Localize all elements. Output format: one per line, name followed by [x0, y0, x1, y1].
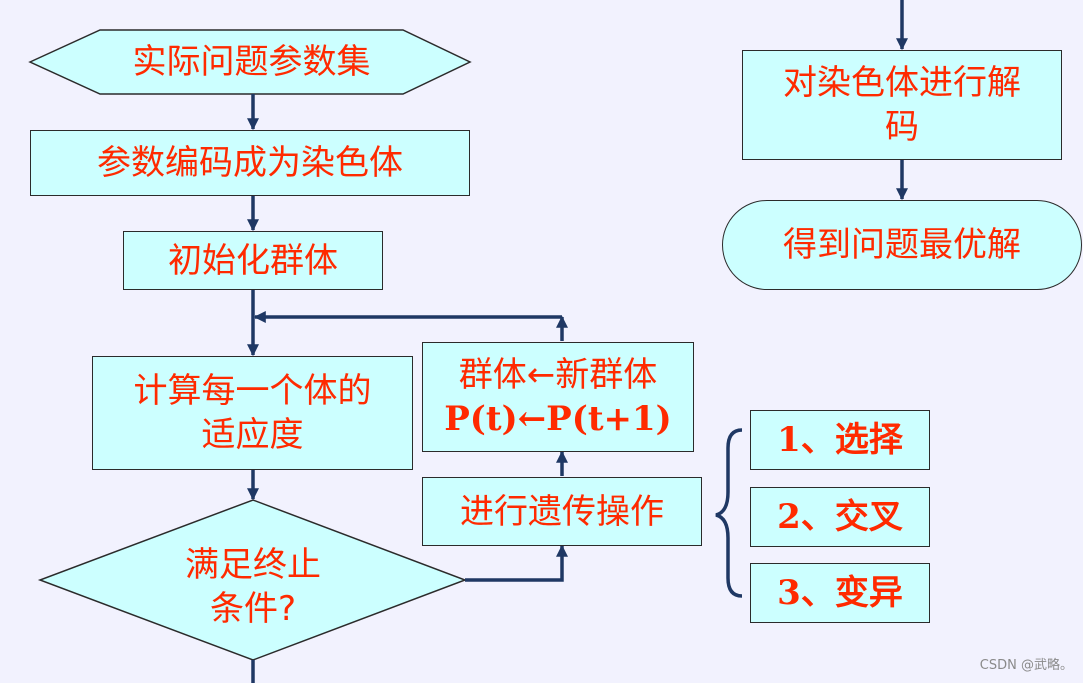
node-fitness: 计算每一个体的 适应度: [92, 356, 413, 470]
node-init-population: 初始化群体: [123, 231, 383, 290]
operation-crossover: 2、交叉: [750, 487, 930, 547]
operation-mutation: 3、变异: [750, 563, 930, 623]
node-replace-line2: P(t)←P(t+1): [444, 399, 672, 439]
node-problem-params: 实际问题参数集: [100, 30, 403, 94]
node-encode: 参数编码成为染色体: [30, 130, 470, 196]
operation-crossover-label: 2、交叉: [777, 497, 903, 537]
node-decode-line1: 对染色体进行解: [783, 63, 1021, 103]
operation-selection: 1、选择: [750, 410, 930, 470]
watermark: CSDN @武略。: [979, 658, 1073, 673]
node-replace-line1: 群体←新群体: [458, 355, 658, 395]
node-optimal: 得到问题最优解: [722, 200, 1082, 290]
node-decode-line2: 码: [885, 107, 919, 147]
node-init-population-label: 初始化群体: [168, 240, 338, 281]
node-problem-params-label: 实际问题参数集: [132, 42, 371, 82]
arrow-decision-to-genetic: [465, 544, 568, 582]
node-termination: 满足终止 条件?: [140, 542, 366, 632]
hexagon-problem-params: [28, 29, 472, 95]
operation-mutation-label: 3、变异: [777, 573, 903, 613]
node-termination-line1: 满足终止: [185, 545, 321, 585]
node-replace-population: 群体←新群体 P(t)←P(t+1): [422, 342, 694, 452]
node-optimal-label: 得到问题最优解: [783, 225, 1021, 265]
node-encode-label: 参数编码成为染色体: [97, 143, 403, 183]
node-fitness-line1: 计算每一个体的: [133, 371, 372, 411]
node-genetic-ops-label: 进行遗传操作: [460, 491, 664, 532]
node-genetic-ops: 进行遗传操作: [422, 477, 702, 546]
node-decode: 对染色体进行解 码: [742, 50, 1062, 160]
operations-brace: [715, 428, 743, 598]
operation-selection-label: 1、选择: [777, 420, 903, 460]
node-fitness-line2: 适应度: [201, 415, 304, 455]
node-termination-line2: 条件?: [209, 589, 297, 629]
